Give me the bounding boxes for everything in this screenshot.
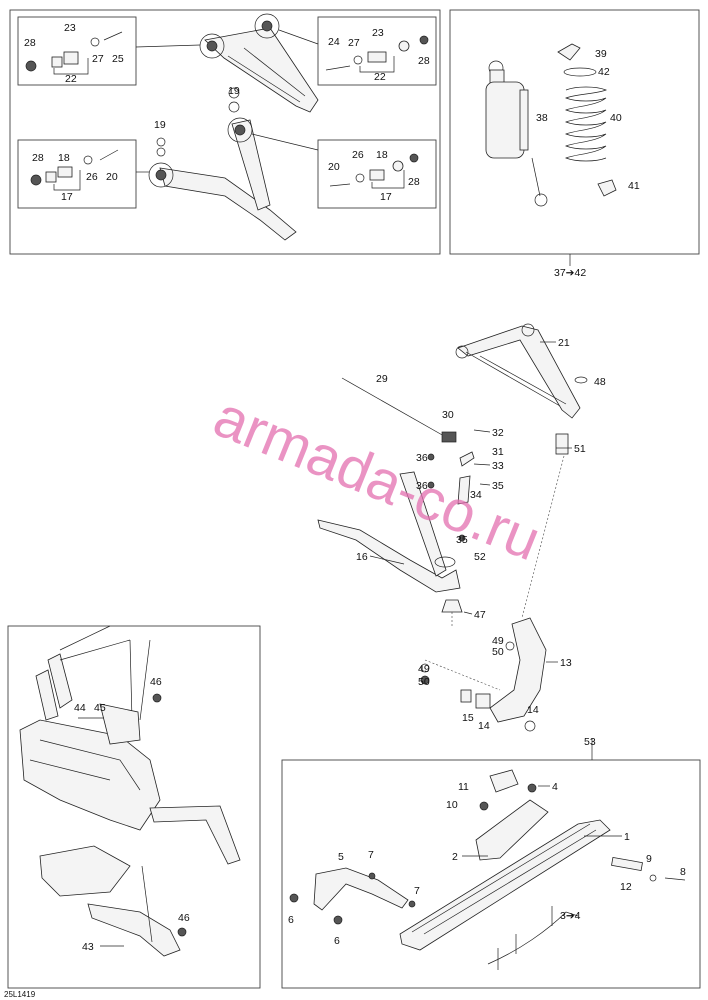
- hardware-box-bottom-left: [17, 139, 137, 209]
- callout: 3➔4: [560, 910, 581, 922]
- callout: 7: [414, 885, 420, 897]
- callout: 18: [58, 152, 70, 164]
- callout: 28: [32, 152, 44, 164]
- bracket-lines: [53, 56, 593, 760]
- callout: 27: [92, 53, 104, 65]
- callout: 35: [492, 480, 504, 492]
- callout: 53: [584, 736, 596, 748]
- callout: 45: [94, 702, 106, 714]
- shock-frame: [449, 9, 700, 255]
- callout: 23: [372, 27, 384, 39]
- callout: 42: [598, 66, 610, 78]
- callout: 49: [418, 663, 430, 675]
- callout: 7: [368, 849, 374, 861]
- callout: 37➔42: [554, 267, 586, 279]
- callout: 52: [474, 551, 486, 563]
- callout: 16: [356, 551, 368, 563]
- callout: 20: [106, 171, 118, 183]
- callout-labels: 23 28 27 25 22 23 24 27 28 22 19 19 28 1…: [24, 22, 686, 953]
- callout: 21: [558, 337, 570, 349]
- hardware-bolts-icons: [25, 31, 429, 187]
- callout: 50: [492, 646, 504, 658]
- callout: 19: [154, 119, 166, 131]
- callout: 48: [594, 376, 606, 388]
- callout: 51: [574, 443, 586, 455]
- callout: 8: [680, 866, 686, 878]
- a-arms-frame: [9, 9, 441, 255]
- callout: 22: [374, 71, 386, 83]
- callout: 28: [24, 37, 36, 49]
- callout: 2: [452, 851, 458, 863]
- callout: 10: [446, 799, 458, 811]
- callout: 25: [112, 53, 124, 65]
- callout: 36: [416, 480, 428, 492]
- callout: 19: [228, 85, 240, 97]
- shock-absorber-drawing: [485, 43, 617, 207]
- lower-a-arm-drawing: [136, 87, 319, 241]
- callout: 17: [380, 191, 392, 203]
- callout: 6: [288, 914, 294, 926]
- callout: 44: [74, 702, 86, 714]
- callout: 46: [178, 912, 190, 924]
- upper-a-arm-drawing: [135, 13, 319, 113]
- callout: 29: [376, 373, 388, 385]
- callout: 11: [458, 781, 469, 793]
- callout: 34: [470, 489, 482, 501]
- callout: 41: [628, 180, 640, 192]
- callout: 24: [328, 36, 340, 48]
- callout: 46: [150, 676, 162, 688]
- callout: 14: [527, 704, 539, 716]
- callout: 27: [348, 37, 360, 49]
- callout: 28: [408, 176, 420, 188]
- callout: 18: [376, 149, 388, 161]
- ski-frame: [281, 759, 701, 989]
- callout: 5: [338, 851, 344, 863]
- callout: 14: [478, 720, 490, 732]
- callout: 1: [624, 831, 630, 843]
- callout: 33: [492, 460, 504, 472]
- callout: 17: [61, 191, 73, 203]
- middle-suspension-drawing: [317, 323, 588, 732]
- diagram-code: 25L1419: [4, 990, 36, 999]
- hardware-box-bottom-right: [317, 139, 437, 209]
- callout: 22: [65, 73, 77, 85]
- callout: 23: [64, 22, 76, 34]
- callout: 32: [492, 427, 504, 439]
- callout: 40: [610, 112, 622, 124]
- callout: 26: [86, 171, 98, 183]
- callout: 35: [456, 534, 468, 546]
- callout: 28: [418, 55, 430, 67]
- callout: 36: [416, 452, 428, 464]
- callout: 43: [82, 941, 94, 953]
- callout: 15: [462, 712, 474, 724]
- callout: 47: [474, 609, 486, 621]
- callout: 4: [552, 781, 558, 793]
- hardware-box-top-right: [317, 16, 437, 86]
- chassis-drawing: [19, 625, 241, 957]
- callout: 50: [418, 676, 430, 688]
- hardware-box-top-left: [17, 16, 137, 86]
- callout: 39: [595, 48, 607, 60]
- callout: 6: [334, 935, 340, 947]
- callout: 20: [328, 161, 340, 173]
- chassis-frame: [7, 625, 261, 989]
- callout: 13: [560, 657, 572, 669]
- callout: 26: [352, 149, 364, 161]
- callout: 31: [492, 446, 504, 458]
- callout: 12: [620, 881, 632, 893]
- callout: 30: [442, 409, 454, 421]
- callout: 9: [646, 853, 652, 865]
- callout: 49: [492, 635, 504, 647]
- callout: 38: [536, 112, 548, 124]
- ski-drawing: [289, 769, 686, 970]
